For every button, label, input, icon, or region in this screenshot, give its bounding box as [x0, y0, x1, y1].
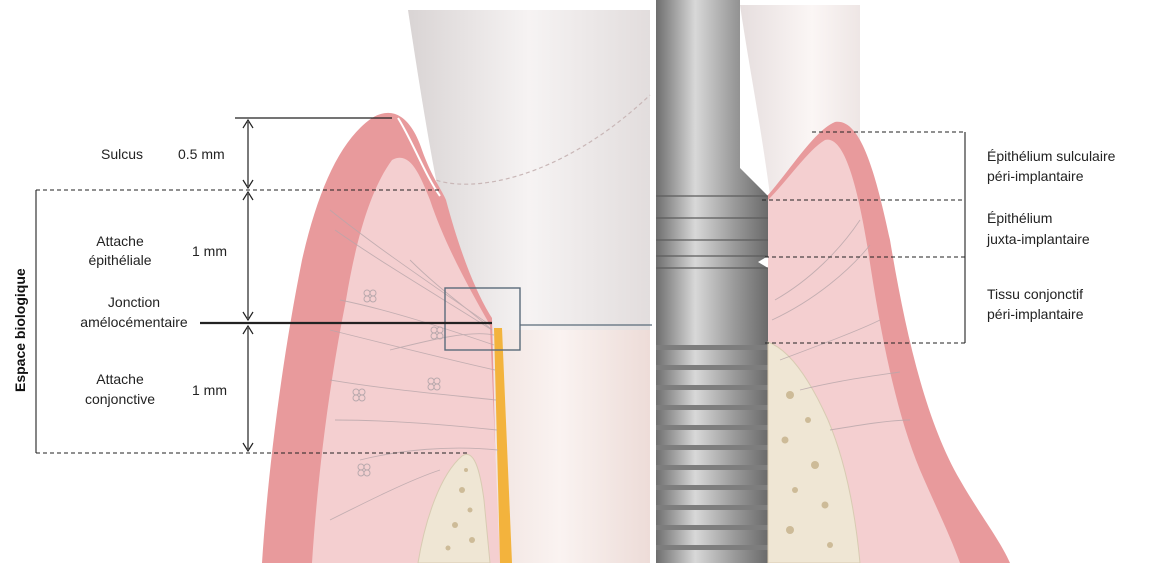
zone-epithelial-attachment-measure: 1 mm — [192, 242, 227, 260]
cej-name-line1: Jonction — [74, 293, 194, 311]
zone-sulcus-measure: 0.5 mm — [178, 145, 225, 163]
zone-connective-attachment-name-line2: conjonctive — [70, 390, 170, 408]
zone-sulcus-name: Sulcus — [82, 145, 162, 163]
cej-name-line2: amélocémentaire — [74, 313, 194, 331]
zone-connective-attachment-measure: 1 mm — [192, 381, 227, 399]
implant-panel — [652, 0, 1010, 563]
peri-implant-connective-line2: péri-implantaire — [987, 305, 1083, 323]
junctional-epithelium-line1: Épithélium — [987, 209, 1052, 227]
zone-connective-attachment-name-line1: Attache — [70, 370, 170, 388]
zone-epithelial-attachment-name-line1: Attache — [70, 232, 170, 250]
junctional-epithelium-line2: juxta-implantaire — [987, 230, 1090, 248]
zone-epithelial-attachment-name-line2: épithéliale — [70, 251, 170, 269]
biologic-width-label: Espace biologique — [12, 268, 28, 392]
peri-implant-connective-line1: Tissu conjonctif — [987, 285, 1083, 303]
implant-abutment — [656, 0, 768, 563]
natural-tooth-panel — [262, 10, 656, 563]
sulcular-epithelium-line1: Épithélium sulculaire — [987, 147, 1115, 165]
sulcular-epithelium-line2: péri-implantaire — [987, 167, 1083, 185]
